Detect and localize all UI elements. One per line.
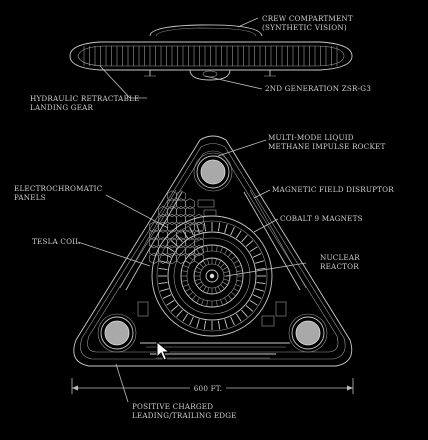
label-field-disruptor: MAGNETIC FIELD DISRUPTOR (272, 185, 394, 194)
label-cobalt-magnets: COBALT 9 MAGNETS (280, 214, 363, 223)
label-positive-charged-1: POSITIVE CHARGED (132, 402, 213, 411)
label-crew-compartment-sub: (SYNTHETIC VISION) (262, 23, 347, 32)
side-view-craft (69, 24, 353, 81)
label-positive-charged-2: LEADING/TRAILING EDGE (132, 411, 237, 420)
rocket-thruster-right (288, 313, 328, 353)
label-landing-gear-2: LANDING GEAR (30, 103, 94, 112)
label-nuclear-1: NUCLEAR (320, 253, 360, 262)
rocket-thruster-top (193, 152, 233, 192)
label-rocket-2: METHANE IMPULSE ROCKET (268, 142, 386, 151)
label-rocket-1: MULTI-MODE LIQUID (268, 133, 354, 142)
nuclear-reactor (151, 215, 273, 337)
annotation-labels: CREW COMPARTMENT (SYNTHETIC VISION) 2ND … (14, 14, 394, 420)
rocket-thruster-left (97, 313, 137, 353)
dimension-600ft: 600 FT. (71, 378, 354, 394)
cobalt-9-magnets (158, 222, 266, 330)
label-nuclear-2: REACTOR (320, 262, 359, 271)
label-tesla-coil: TESLA COIL (32, 237, 80, 246)
label-electrochromatic-1: ELECTROCHROMATIC (14, 184, 103, 193)
leading-trailing-edge-strakes (140, 342, 290, 359)
label-2nd-generation: 2ND GENERATION ZSR-G3 (265, 84, 371, 93)
dimension-label: 600 FT. (194, 384, 222, 393)
label-crew-compartment: CREW COMPARTMENT (262, 14, 353, 23)
hull-ribs (83, 46, 338, 66)
label-electrochromatic-2: PANELS (14, 193, 46, 202)
leader-lines (77, 17, 307, 403)
label-landing-gear-1: HYDRAULIC RETRACTABLE (30, 94, 139, 103)
magnetic-field-disruptor-rails (119, 189, 307, 291)
top-view-craft (73, 135, 353, 367)
mouse-pointer-icon (156, 341, 170, 361)
